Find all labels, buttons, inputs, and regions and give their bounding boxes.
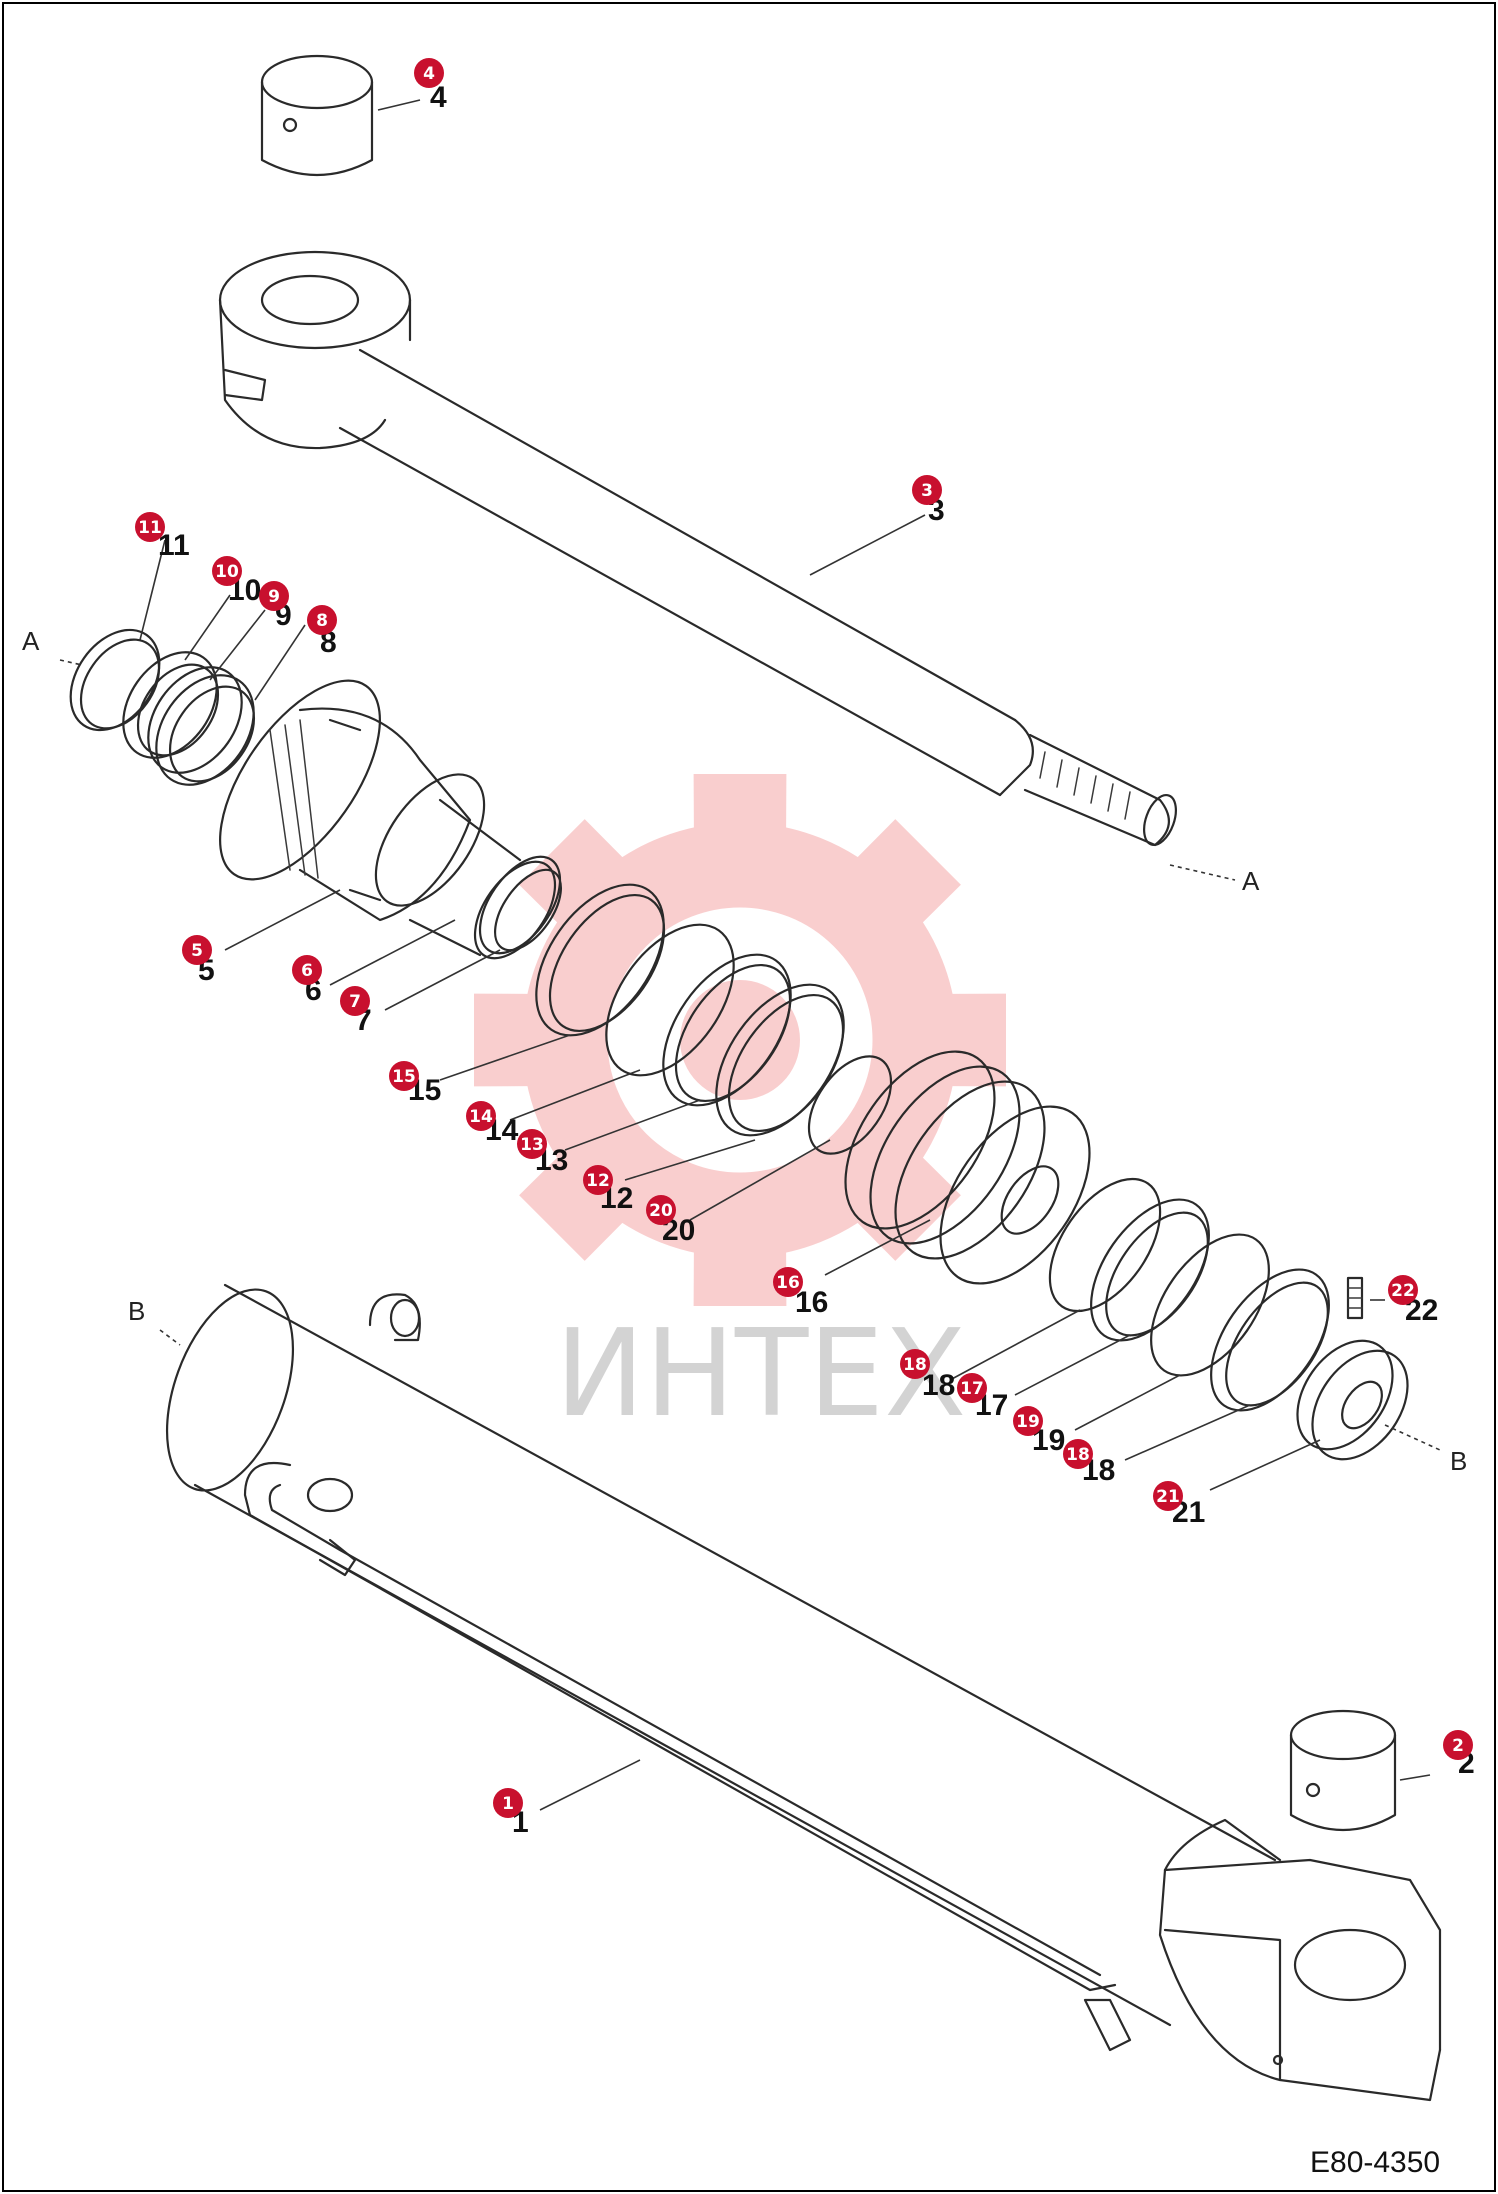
part-2-bushing bbox=[1289, 1709, 1397, 1831]
seal-rings-17-19 bbox=[1048, 1177, 1330, 1412]
part-number: 18 bbox=[922, 1369, 955, 1402]
leader-lines bbox=[59, 99, 1441, 1811]
part-1-cylinder-barrel bbox=[165, 1283, 1442, 2102]
watermark-text: ИНТЕХ bbox=[555, 1305, 966, 1444]
svg-text:16: 16 bbox=[776, 1273, 800, 1293]
part-marker-6[interactable]: 6 bbox=[292, 955, 322, 985]
svg-text:13: 13 bbox=[520, 1135, 544, 1155]
svg-text:7: 7 bbox=[349, 992, 361, 1012]
svg-text:20: 20 bbox=[649, 1201, 673, 1221]
svg-text:3: 3 bbox=[921, 481, 933, 501]
drawing-code: E80-4350 bbox=[1310, 2146, 1440, 2179]
part-marker-10[interactable]: 10 bbox=[212, 556, 242, 586]
part-marker-13[interactable]: 13 bbox=[517, 1129, 547, 1159]
part-marker-16[interactable]: 16 bbox=[773, 1267, 803, 1297]
part-marker-14[interactable]: 14 bbox=[466, 1101, 496, 1131]
svg-text:14: 14 bbox=[469, 1107, 493, 1127]
svg-text:9: 9 bbox=[268, 587, 280, 607]
part-16-piston bbox=[844, 1050, 1091, 1285]
svg-text:22: 22 bbox=[1391, 1281, 1415, 1301]
part-4-bushing bbox=[260, 54, 374, 176]
svg-text:10: 10 bbox=[215, 562, 239, 582]
svg-text:18: 18 bbox=[1066, 1445, 1090, 1465]
part-marker-4[interactable]: 4 bbox=[414, 58, 444, 88]
ref-label-a-top: A bbox=[22, 626, 40, 656]
svg-text:4: 4 bbox=[423, 64, 435, 84]
part-number: 16 bbox=[795, 1286, 828, 1319]
svg-text:15: 15 bbox=[392, 1067, 416, 1087]
svg-text:8: 8 bbox=[316, 611, 328, 631]
part-marker-17[interactable]: 17 bbox=[957, 1373, 987, 1403]
svg-text:11: 11 bbox=[138, 518, 162, 538]
svg-text:6: 6 bbox=[301, 961, 313, 981]
part-marker-5[interactable]: 5 bbox=[182, 935, 212, 965]
svg-text:19: 19 bbox=[1016, 1412, 1040, 1432]
watermark-gear-icon bbox=[474, 774, 1006, 1306]
part-marker-7[interactable]: 7 bbox=[340, 986, 370, 1016]
reference-labels: A A B B bbox=[22, 626, 1467, 1476]
part-marker-1[interactable]: 1 bbox=[493, 1788, 523, 1818]
svg-text:2: 2 bbox=[1452, 1736, 1464, 1756]
part-marker-12[interactable]: 12 bbox=[583, 1165, 613, 1195]
part-marker-11[interactable]: 11 bbox=[135, 512, 165, 542]
part-marker-2[interactable]: 2 bbox=[1443, 1730, 1473, 1760]
seal-rings-8-11 bbox=[69, 628, 256, 786]
part-marker-18a[interactable]: 18 bbox=[900, 1349, 930, 1379]
part-marker-22[interactable]: 22 bbox=[1388, 1275, 1418, 1305]
ref-label-b-right: B bbox=[1450, 1446, 1467, 1476]
part-7-sleeve bbox=[478, 855, 563, 955]
svg-text:12: 12 bbox=[586, 1171, 610, 1191]
part-marker-19[interactable]: 19 bbox=[1013, 1406, 1043, 1436]
svg-text:17: 17 bbox=[960, 1379, 984, 1399]
part-number: 11 bbox=[158, 529, 190, 562]
part-number: 4 bbox=[430, 81, 447, 114]
svg-text:5: 5 bbox=[191, 941, 203, 961]
ref-label-a-bottom: A bbox=[1242, 866, 1260, 896]
svg-text:21: 21 bbox=[1156, 1487, 1180, 1507]
part-21-nut bbox=[1296, 1339, 1409, 1461]
part-marker-20[interactable]: 20 bbox=[646, 1195, 676, 1225]
part-3-piston-rod bbox=[218, 250, 1177, 847]
svg-text:18: 18 bbox=[903, 1355, 927, 1375]
seal-rings-12-20 bbox=[535, 883, 893, 1155]
part-marker-8[interactable]: 8 bbox=[307, 605, 337, 635]
part-marker-3[interactable]: 3 bbox=[912, 475, 942, 505]
part-marker-9[interactable]: 9 bbox=[259, 581, 289, 611]
part-22-set-screw bbox=[1346, 1276, 1364, 1320]
svg-text:1: 1 bbox=[502, 1794, 514, 1814]
ref-label-b-left: B bbox=[128, 1296, 145, 1326]
part-marker-15[interactable]: 15 bbox=[389, 1061, 419, 1091]
part-5-cylinder-head bbox=[219, 679, 557, 960]
part-marker-18b[interactable]: 18 bbox=[1063, 1439, 1093, 1469]
part-marker-21[interactable]: 21 bbox=[1153, 1481, 1183, 1511]
